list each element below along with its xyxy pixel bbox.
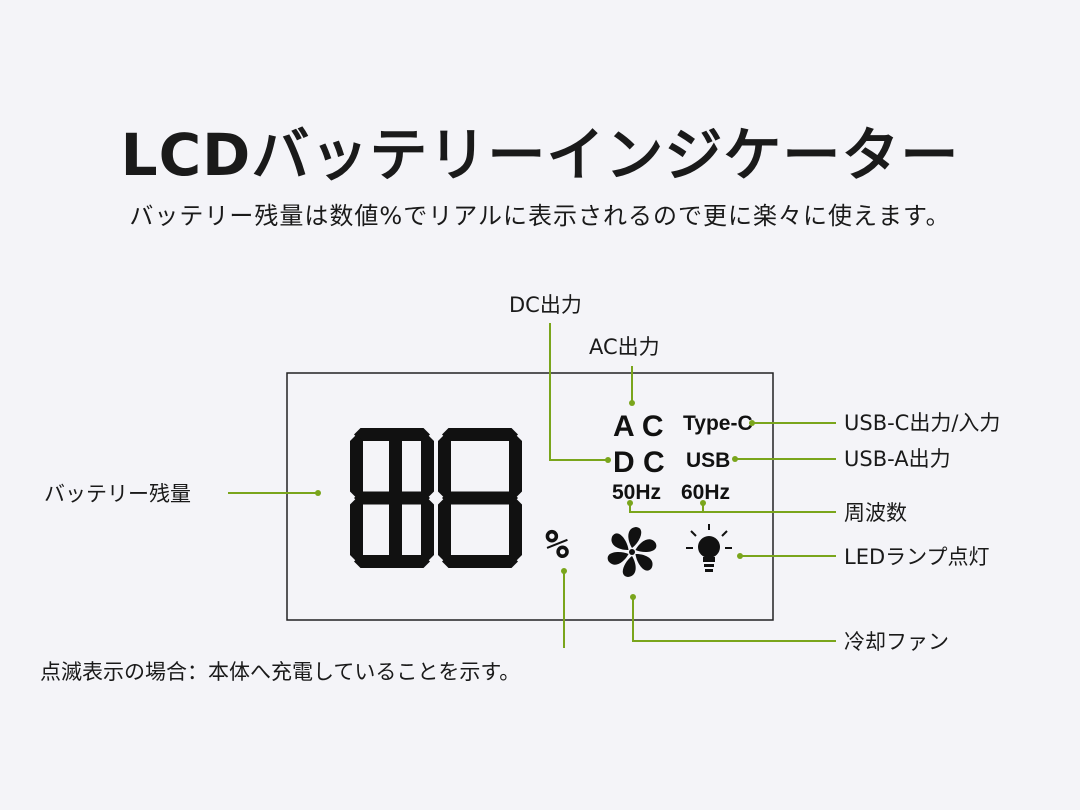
- ac-indicator: A C: [613, 410, 664, 443]
- battery-digits: [350, 428, 522, 568]
- callout-blink-note: 点滅表示の場合：本体へ充電していることを示す。: [40, 660, 520, 684]
- segment-b: [509, 434, 522, 498]
- fan-blade: [635, 539, 657, 552]
- seven-seg-digit: [350, 428, 434, 568]
- callout-usbc: USB-C出力/入力: [844, 411, 1000, 435]
- callout-frequency: 周波数: [844, 501, 907, 525]
- segment-e: [350, 498, 363, 562]
- fan-blade: [635, 553, 653, 571]
- dc-indicator: D C: [613, 446, 665, 479]
- segment-a: [442, 428, 518, 441]
- segment-d: [354, 555, 430, 568]
- segment-b: [389, 434, 402, 498]
- segment-c: [421, 498, 434, 562]
- fan-blade: [611, 533, 629, 551]
- segment-g: [354, 491, 430, 505]
- page-subtitle: バッテリー残量は数値%でリアルに表示されるので更に楽々に使えます。: [129, 202, 951, 230]
- leader-dots: [315, 400, 755, 600]
- seven-seg-digit: [438, 428, 522, 568]
- callout-dc-output: DC出力: [509, 293, 582, 317]
- fan-icon: [607, 527, 657, 577]
- usb-indicator: USB: [686, 449, 730, 472]
- page-title: LCDバッテリーインジケーター: [120, 121, 960, 189]
- fan-blade: [622, 556, 636, 577]
- segment-c: [389, 498, 402, 562]
- leader-lines: [228, 323, 836, 648]
- callout-fan: 冷却ファン: [844, 630, 949, 654]
- segment-e: [438, 498, 451, 562]
- hz60-indicator: 60Hz: [681, 481, 730, 504]
- lcd-frame: [286, 372, 774, 621]
- segment-f: [350, 434, 363, 498]
- leader-dc: [549, 323, 608, 461]
- hz50-indicator: 50Hz: [612, 481, 661, 504]
- segment-f: [438, 434, 451, 498]
- leader-fan: [632, 597, 836, 642]
- leader-freq: [629, 503, 836, 513]
- fan-blade: [628, 527, 642, 548]
- segment-c: [509, 498, 522, 562]
- typec-indicator: Type-C: [683, 412, 753, 435]
- callout-usba: USB-A出力: [844, 447, 951, 471]
- fan-blade: [607, 552, 629, 565]
- seven-seg-digit: [389, 434, 402, 562]
- segment-b: [421, 434, 434, 498]
- segment-g: [442, 491, 518, 505]
- lightbulb-icon: [686, 524, 732, 572]
- percent-symbol: %: [545, 522, 569, 568]
- segment-d: [442, 555, 518, 568]
- callout-ac-output: AC出力: [589, 335, 660, 359]
- callout-led: LEDランプ点灯: [844, 545, 990, 569]
- callout-battery: バッテリー残量: [44, 482, 191, 506]
- segment-a: [354, 428, 430, 441]
